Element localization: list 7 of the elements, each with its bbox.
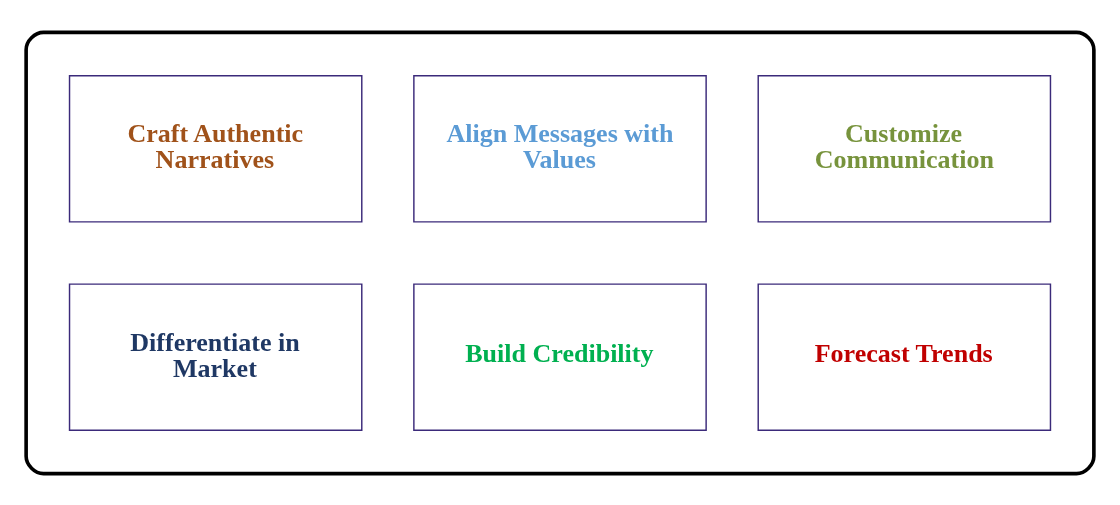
node-box: Forecast Trends	[757, 282, 1052, 431]
node-box: Build Credibility	[413, 282, 707, 431]
node-box: Customize Communication	[757, 74, 1052, 223]
cluster	[24, 30, 1096, 475]
node-box: Align Messages with Values	[413, 74, 707, 223]
node-box: Craft Authentic Narratives	[68, 74, 363, 223]
node-box: Differentiate in Market	[68, 282, 363, 431]
